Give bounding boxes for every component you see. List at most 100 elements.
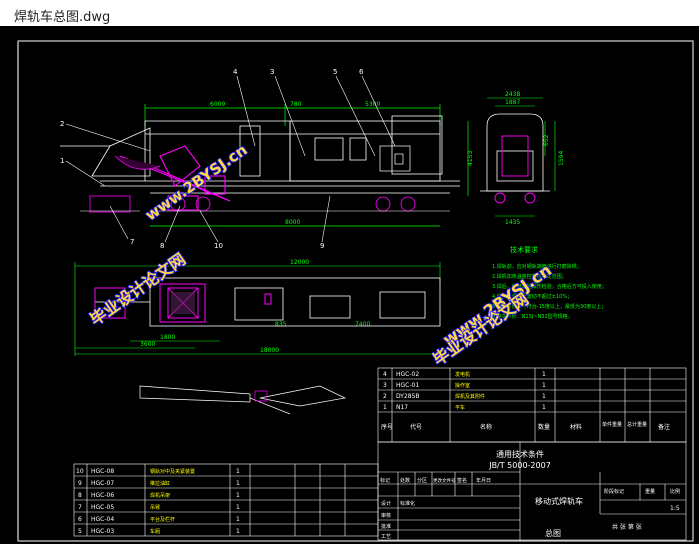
callout-5: 5 [333, 68, 337, 76]
part-left-qty: 1 [236, 468, 240, 475]
part-left-qty: 1 [236, 504, 240, 511]
part-left-name: 车厢 [150, 528, 160, 535]
cad-canvas[interactable]: 6009 780 5300 8000 4153 [0, 26, 699, 544]
watermarks: www.2BYSJ.cn 毕业设计论文网 www.2BYSJ.cn 毕业设计论文… [86, 140, 556, 370]
part-row-name: 平车 [455, 404, 465, 411]
part-left-no: 7 [78, 504, 82, 511]
file-title[interactable]: 焊轨车总图.dwg [14, 10, 111, 25]
label-mark: 标记 [380, 477, 390, 484]
note-line-5: 5.整车外形尺寸符合-15度以上，最低为30度以上； [492, 303, 606, 310]
sheet-info: 共 张 第 张 [612, 523, 642, 531]
label-stage: 阶段标记 [604, 488, 624, 495]
dim-1887: 1887 [505, 99, 520, 106]
part-left-code: HGC-06 [91, 492, 114, 499]
dim-4153: 4153 [467, 151, 474, 166]
dim-1800: 1800 [160, 334, 175, 341]
drawing-sheet[interactable]: 6009 780 5300 8000 4153 [0, 26, 699, 544]
standard-line-1: 通用技术条件 [496, 449, 544, 459]
boom-detail [139, 385, 347, 415]
part-row-name: 焊机及其附件 [455, 393, 485, 400]
label-standardization: 标准化 [400, 500, 415, 507]
header-no: 序号 [381, 423, 393, 431]
part-left-no: 6 [78, 516, 82, 523]
dim-1594: 1594 [558, 151, 565, 166]
dim-3600: 3600 [140, 341, 155, 348]
header-code: 代号 [410, 423, 422, 431]
part-row-no: 1 [383, 404, 387, 411]
part-row-no: 3 [383, 382, 387, 389]
part-row-code: HGC-02 [396, 371, 419, 378]
label-sign: 签名 [457, 477, 467, 484]
title-block: 通用技术条件 JB/T 5000-2007 移动式焊轨车 总图 标记 处数 分区… [377, 441, 687, 541]
scale-value: 1:5 [670, 505, 680, 512]
dim-5300: 5300 [365, 101, 380, 108]
dim-1435: 1435 [505, 219, 520, 226]
label-process: 工艺 [381, 534, 391, 540]
part-row-code: DY285B [396, 393, 420, 400]
notes-title: 技术要求 [510, 245, 538, 254]
part-row-no: 4 [383, 371, 387, 378]
part-left-code: HGC-04 [91, 516, 114, 523]
part-left-no: 10 [76, 468, 84, 475]
drawing-type: 总图 [545, 528, 561, 538]
dim-8000: 8000 [285, 219, 300, 226]
label-date: 年月日 [476, 477, 491, 484]
part-row-code: N17 [396, 404, 408, 411]
dim-652: 652 [543, 134, 550, 146]
parts-list-left: 10 HGC-08 钢轨对中及夹紧装置 1 9 HGC-07 推拉油缸 1 8 … [73, 463, 379, 537]
dim-6009: 6009 [210, 101, 225, 108]
note-line-4: 4.焊接电源电压波动不超过±10%； [492, 293, 572, 300]
dim-12000: 12000 [290, 259, 309, 266]
part-left-name: 平台及栏杆 [150, 516, 175, 523]
part-left-code: HGC-07 [91, 480, 114, 487]
end-view: 2438 1887 1435 1594 652 [480, 91, 565, 226]
callout-2: 2 [60, 120, 64, 128]
callout-4: 4 [233, 68, 238, 76]
note-line-1: 1.焊轨前，应对钢轨端面进行打磨除锈； [492, 263, 582, 270]
callout-6: 6 [359, 68, 364, 76]
part-left-no: 8 [78, 492, 82, 499]
header-remark: 备注 [658, 423, 670, 431]
part-left-name: 钢轨对中及夹紧装置 [150, 468, 195, 475]
dim-7400: 7400 [355, 321, 370, 328]
part-row-qty: 1 [542, 382, 546, 389]
callout-9: 9 [320, 242, 324, 250]
label-review: 审核 [381, 512, 391, 519]
header-unit-weight: 单件重量 [602, 421, 622, 428]
label-count: 处数 [400, 477, 410, 484]
bogies [170, 196, 416, 212]
drawing-name: 移动式焊轨车 [535, 496, 583, 506]
part-row-name: 操作室 [455, 382, 470, 389]
label-scale: 比例 [670, 488, 680, 495]
side-view: 6009 780 5300 8000 4153 [60, 68, 474, 250]
part-left-qty: 1 [236, 492, 240, 499]
plan-view: 12000 1800 3600 18000 835 7400 [74, 259, 441, 356]
part-row-code: HGC-01 [396, 382, 419, 389]
part-left-qty: 1 [236, 516, 240, 523]
callout-10: 10 [214, 242, 223, 250]
part-left-qty: 1 [236, 480, 240, 487]
dim-835: 835 [275, 321, 287, 328]
label-design: 设计 [381, 500, 391, 507]
part-row-qty: 1 [542, 404, 546, 411]
header-qty: 数量 [538, 423, 550, 431]
note-line-2: 2.焊机加热温度控制在规定范围； [492, 273, 567, 280]
dim-780: 780 [290, 101, 302, 108]
label-weight: 重量 [645, 488, 655, 495]
watermark-site: 毕业设计论文网 [86, 249, 189, 329]
standard-line-2: JB/T 5000-2007 [488, 461, 551, 470]
dim-18000: 18000 [260, 347, 279, 354]
part-left-name: 吊臂 [150, 504, 160, 511]
callout-7: 7 [130, 238, 134, 246]
callout-8: 8 [160, 242, 164, 250]
part-left-code: HGC-05 [91, 504, 114, 511]
part-row-no: 2 [383, 393, 387, 400]
part-left-name: 推拉油缸 [150, 480, 170, 487]
window-titlebar: 焊轨车总图.dwg [0, 0, 699, 26]
part-left-no: 5 [78, 528, 82, 535]
parts-list-right: 4 HGC-02 发电机 1 3 HGC-01 操作室 1 2 DY285B 焊… [377, 367, 687, 443]
header-material: 材料 [570, 423, 582, 431]
callout-3: 3 [270, 68, 274, 76]
note-line-6: 6.整车外形：N15J~N32型号规格。 [492, 313, 573, 320]
welder-assembly [119, 145, 231, 211]
